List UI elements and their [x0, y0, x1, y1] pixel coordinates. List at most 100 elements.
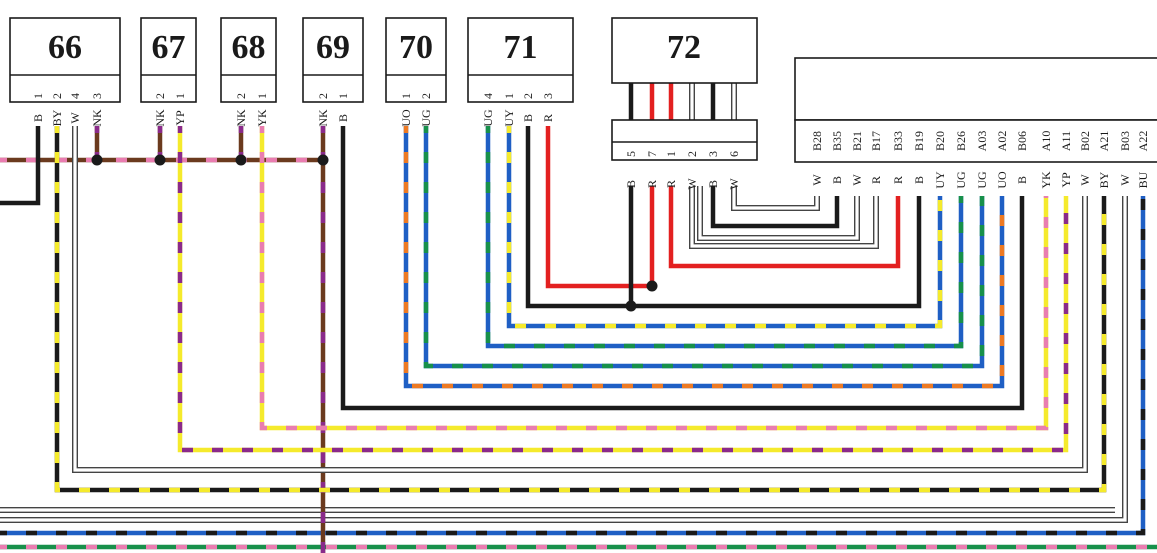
connector-body	[9, 17, 121, 103]
wire-66-2-by	[54, 126, 1107, 493]
connector-number: 69	[316, 29, 350, 66]
pin-number: 4	[481, 93, 495, 99]
wire-68-1-yk	[259, 126, 1049, 431]
wire-color-label: NK	[90, 109, 104, 127]
splice-layer	[91, 154, 658, 312]
pin-number: 1	[399, 93, 413, 99]
splice-dot	[235, 154, 247, 166]
wire-color-label: UY	[933, 171, 947, 189]
pin-number: 2	[685, 151, 699, 157]
pin-number: 2	[50, 93, 64, 99]
wire-66-4-w	[72, 126, 1088, 473]
wire-layer	[0, 83, 1157, 553]
wire-color-label: NK	[234, 109, 248, 127]
ecu-pin-number: A02	[995, 131, 1009, 152]
pin-number: 4	[68, 93, 82, 99]
pin-number: 7	[645, 151, 659, 157]
connector-number: 72	[667, 29, 701, 66]
wire-color-label: UG	[975, 171, 989, 189]
pin-number: 5	[624, 151, 638, 157]
ecu-pin-number: A03	[975, 131, 989, 152]
ecu-pin-number: B19	[912, 131, 926, 151]
wire-color-label: BY	[1097, 171, 1111, 188]
ecu-pin-number: A11	[1059, 131, 1073, 151]
splice-dot	[154, 154, 166, 166]
pin-number: 2	[521, 93, 535, 99]
ecu-pin-number: B33	[891, 131, 905, 151]
wire-color-label: B	[912, 176, 926, 184]
wire-70-2-ug	[423, 126, 985, 369]
wire-color-label: R	[891, 176, 905, 184]
wire-color-label: UG	[419, 109, 433, 127]
wire-color-label: R	[541, 114, 555, 122]
ecu-pin-number: B28	[810, 131, 824, 151]
wire-72-3-b	[710, 186, 840, 229]
wire-72-2-w	[689, 186, 879, 249]
wire-color-label: B	[830, 176, 844, 184]
wire-color-label: W	[850, 174, 864, 186]
wire-color-label: YK	[1039, 171, 1053, 189]
wire-color-label: B	[706, 180, 720, 188]
wire-72-1-r	[668, 186, 901, 269]
wire-color-label: B	[1015, 176, 1029, 184]
ecu-pin-number: B35	[830, 131, 844, 151]
connector-body	[467, 17, 574, 103]
pin-number: 1	[173, 93, 187, 99]
wire-color-label: UG	[954, 171, 968, 189]
connector-number: 66	[48, 29, 82, 66]
wire-69-1-b	[340, 126, 1025, 411]
ecu-pin-number: B21	[850, 131, 864, 151]
wire-color-label: W	[727, 178, 741, 190]
wire-color-label: W	[1078, 174, 1092, 186]
pin-number: 3	[541, 93, 555, 99]
connector-body	[140, 17, 197, 103]
pin-number: 1	[336, 93, 350, 99]
ecu-pin-number: A10	[1039, 131, 1053, 152]
wire-color-label: NK	[153, 109, 167, 127]
wire-color-label: B	[624, 180, 638, 188]
ecu-pin-number: B02	[1078, 131, 1092, 151]
wire-67-1-yp	[177, 126, 1069, 453]
connector-72-head	[611, 17, 758, 84]
connector-number: 71	[504, 29, 538, 66]
ecu-pin-number: A21	[1097, 131, 1111, 152]
connector-number: 68	[232, 29, 266, 66]
wire-color-label: BY	[50, 109, 64, 126]
wire-color-label: YP	[1059, 172, 1073, 188]
wire-color-label: W	[1118, 174, 1132, 186]
wire-color-label: W	[685, 178, 699, 190]
ecu-pin-number: B03	[1118, 131, 1132, 151]
pin-number: 1	[31, 93, 45, 99]
connector-number: 67	[152, 29, 186, 66]
wire-color-label: R	[645, 180, 659, 188]
wire-color-label: UO	[399, 109, 413, 127]
connector-body	[220, 17, 277, 103]
ecu-pin-number: A22	[1136, 131, 1150, 152]
wire-color-label: B	[336, 114, 350, 122]
wire-72-2-w-b	[697, 186, 860, 241]
wire-color-label: UY	[502, 109, 516, 127]
pin-number: 1	[664, 151, 678, 157]
wire-72-6-w	[731, 186, 820, 211]
wire-color-label: YP	[173, 110, 187, 126]
wire-color-label: BU	[1136, 171, 1150, 188]
wire-70-1-uo	[403, 126, 1005, 389]
wire-color-label: R	[869, 176, 883, 184]
connector-body	[302, 17, 364, 103]
wire-71-1-uy	[506, 126, 943, 329]
ecu-pin-number: B06	[1015, 131, 1029, 151]
pin-number: 6	[727, 151, 741, 157]
pin-number: 1	[502, 93, 516, 99]
wire-66-1-b	[0, 126, 41, 206]
ecu-body	[794, 57, 1157, 121]
wire-71-2-b	[525, 126, 922, 309]
wire-71-4-ug	[485, 126, 964, 349]
pin-number: 2	[234, 93, 248, 99]
